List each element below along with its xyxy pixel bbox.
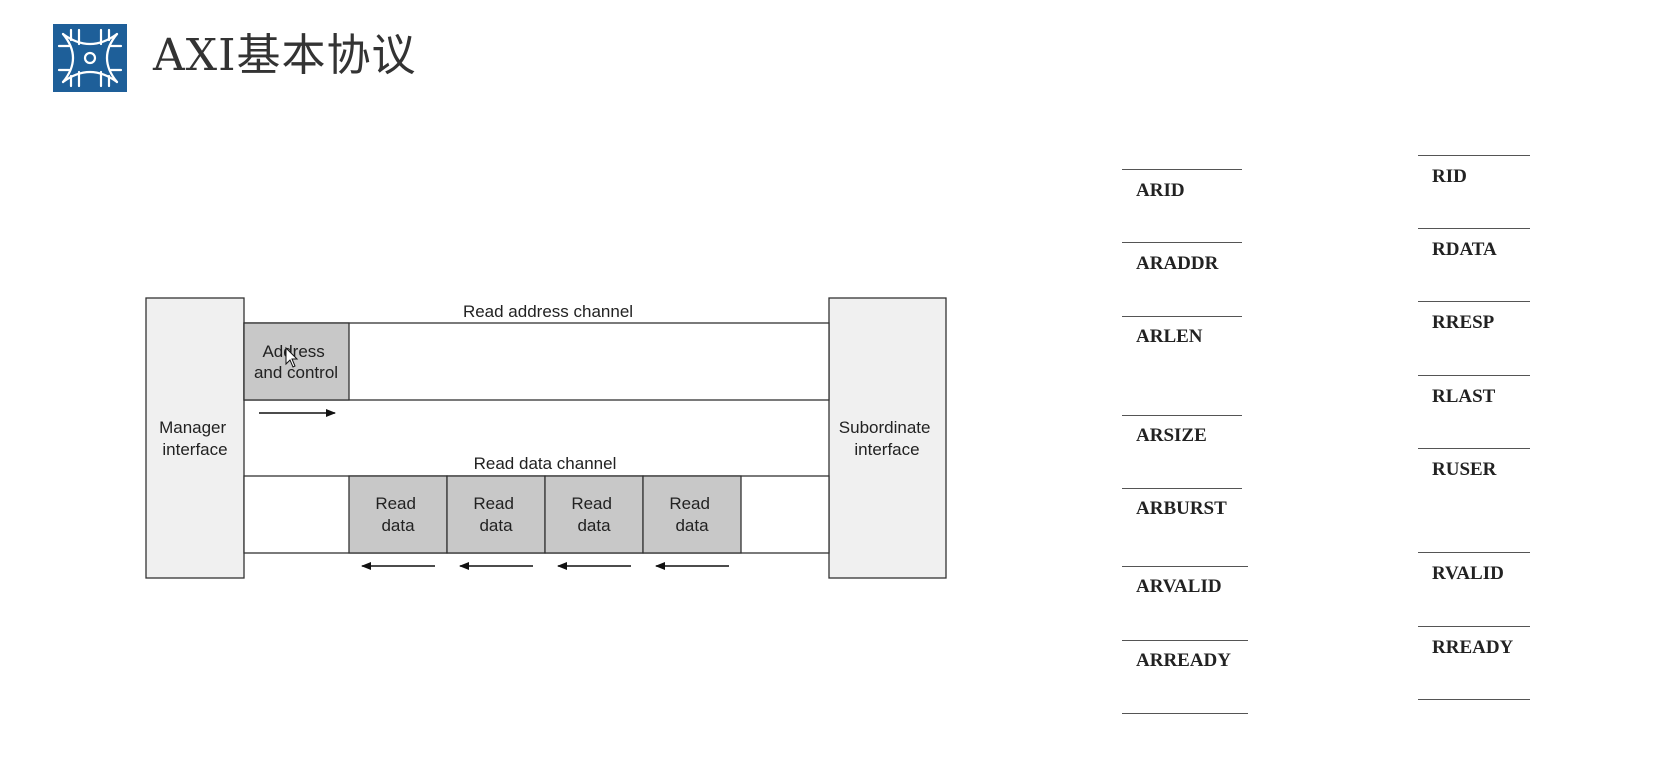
manager-interface-block <box>145 297 245 579</box>
signal-divider <box>1418 228 1530 229</box>
signal-divider <box>1122 566 1248 567</box>
logo-icon <box>53 24 127 92</box>
address-and-control-packet <box>243 322 350 401</box>
signal-divider <box>1122 640 1248 641</box>
signal-arready: ARREADY <box>1136 650 1231 671</box>
signal-divider <box>1418 448 1530 449</box>
read-data-label-3b: data <box>577 516 611 535</box>
axi-read-channel-diagram: Manager interface Subordinate interface … <box>145 297 947 579</box>
signal-divider <box>1122 415 1242 416</box>
signal-arvalid: ARVALID <box>1136 576 1222 597</box>
read-data-packet-3 <box>544 475 644 554</box>
signal-divider <box>1122 316 1242 317</box>
read-data-packet-1 <box>348 475 448 554</box>
signal-arlen: ARLEN <box>1136 326 1203 347</box>
svg-text:Read data: Read data <box>473 494 518 535</box>
signal-divider <box>1418 155 1530 156</box>
signal-divider <box>1418 301 1530 302</box>
signal-rdata: RDATA <box>1432 239 1497 260</box>
read-data-packet-2 <box>446 475 546 554</box>
signal-ruser: RUSER <box>1432 459 1497 480</box>
read-data-label-1a: Read <box>375 494 416 513</box>
signal-divider <box>1122 169 1242 170</box>
signal-divider <box>1418 375 1530 376</box>
subordinate-interface-label-1: Subordinate <box>839 418 931 437</box>
read-data-channel-label: Read data channel <box>474 454 617 473</box>
address-packet-label-2: and control <box>254 363 338 382</box>
signal-araddr: ARADDR <box>1136 253 1219 274</box>
svg-text:Read data: Read data <box>669 494 714 535</box>
read-data-label-2a: Read <box>473 494 514 513</box>
svg-text:Read data: Read data <box>571 494 616 535</box>
read-data-label-1b: data <box>381 516 415 535</box>
read-data-label-4a: Read <box>669 494 710 513</box>
svg-text:Manager interface: Manager interface <box>159 418 231 459</box>
read-data-packet-4 <box>642 475 742 554</box>
signal-divider <box>1122 713 1248 714</box>
read-address-channel-label: Read address channel <box>463 302 633 321</box>
signal-divider <box>1418 626 1530 627</box>
manager-interface-label-2: interface <box>162 440 227 459</box>
signal-arsize: ARSIZE <box>1136 425 1207 446</box>
mouse-cursor-icon <box>285 346 299 368</box>
signal-arid: ARID <box>1136 180 1185 201</box>
signal-divider <box>1418 552 1530 553</box>
read-data-label-3a: Read <box>571 494 612 513</box>
page-title: AXI基本协议 <box>153 30 417 81</box>
signal-arburst: ARBURST <box>1136 498 1227 519</box>
svg-text:Read data: Read data <box>375 494 420 535</box>
signal-rready: RREADY <box>1432 637 1514 658</box>
signal-divider <box>1122 488 1242 489</box>
signal-divider <box>1418 699 1530 700</box>
svg-text:Subordinate interface: Subordinate interface <box>839 418 935 459</box>
address-packet-label-1: Address <box>262 342 324 361</box>
svg-text:Address and control: Address and control <box>254 342 338 382</box>
signal-rresp: RRESP <box>1432 312 1495 333</box>
signal-rvalid: RVALID <box>1432 563 1504 584</box>
signal-divider <box>1122 242 1242 243</box>
signal-rlast: RLAST <box>1432 386 1496 407</box>
read-data-label-4b: data <box>675 516 709 535</box>
signal-rid: RID <box>1432 166 1467 187</box>
read-data-label-2b: data <box>479 516 513 535</box>
subordinate-interface-label-2: interface <box>854 440 919 459</box>
manager-interface-label-1: Manager <box>159 418 226 437</box>
subordinate-interface-block <box>828 297 947 579</box>
